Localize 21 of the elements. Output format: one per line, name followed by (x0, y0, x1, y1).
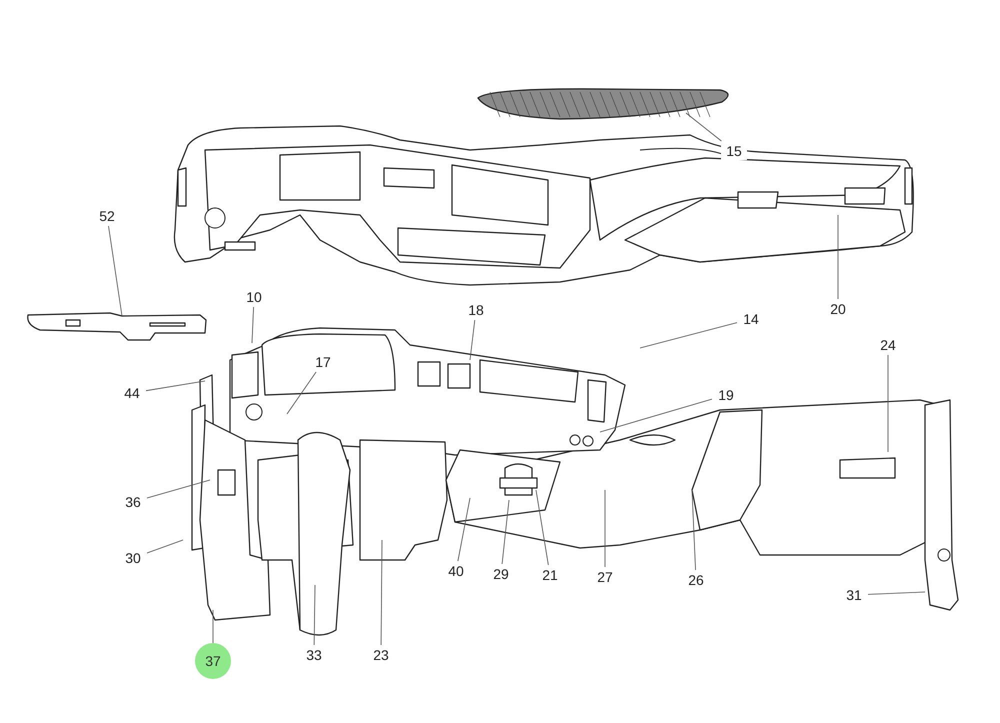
defroster-grille-drawing (477, 88, 729, 120)
leader-line (146, 480, 210, 498)
leader-line (470, 320, 476, 360)
leader-line (686, 112, 722, 142)
leader-line (604, 490, 606, 568)
leader-line (108, 226, 122, 316)
callout-number: 37 (195, 643, 231, 679)
leader-line (212, 610, 214, 644)
leader-line (252, 306, 254, 344)
leader-line (502, 500, 510, 564)
leader-line (380, 540, 382, 646)
leader-line (692, 490, 696, 570)
leader-line (868, 592, 926, 595)
leader-line (458, 498, 470, 562)
bracket-drawing (27, 312, 207, 341)
leader-line (640, 322, 738, 348)
leader-line (286, 372, 316, 414)
leader-line (146, 380, 206, 392)
leader-line (146, 540, 184, 554)
leader-line (536, 490, 549, 566)
leader-line (600, 398, 712, 432)
